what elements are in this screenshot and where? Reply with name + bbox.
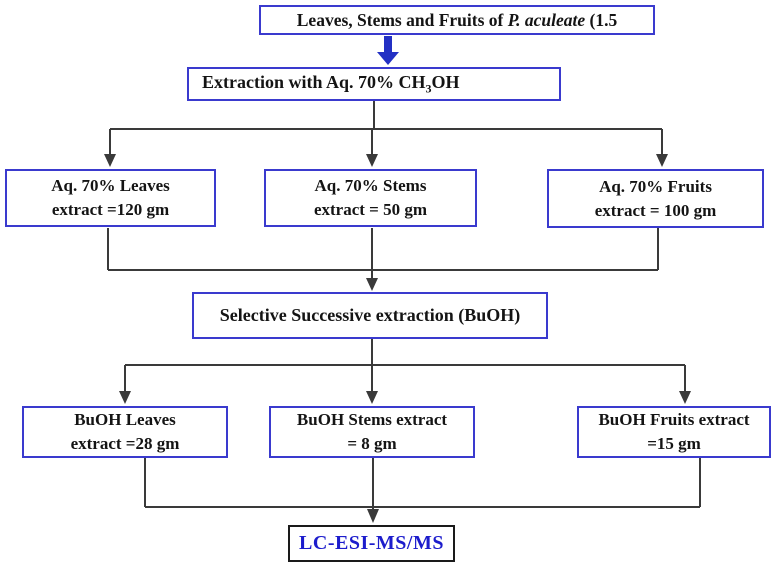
- extraction-solvent-label: Extraction with Aq. 70% CH3OH: [202, 71, 460, 96]
- aq-stems-extract-box: Aq. 70% Stems extract = 50 gm: [264, 169, 477, 227]
- box-label-line1: Aq. 70% Leaves: [51, 176, 170, 195]
- box-label-line2: = 8 gm: [347, 434, 397, 453]
- arrow-down-icon: [104, 154, 116, 167]
- arrow-down-icon: [119, 391, 131, 404]
- arrow-down-icon: [656, 154, 668, 167]
- arrow-down-icon: [366, 391, 378, 404]
- box-label-line1: BuOH Fruits extract: [598, 410, 750, 429]
- final-analysis-label: LC-ESI-MS/MS: [299, 532, 444, 554]
- buoh-stems-extract-box: BuOH Stems extract = 8 gm: [269, 406, 475, 458]
- extraction-solvent-box: Extraction with Aq. 70% CH3OH: [187, 67, 561, 101]
- selective-extraction-box: Selective Successive extraction (BuOH): [192, 292, 548, 339]
- box-label-line1: BuOH Stems extract: [296, 410, 448, 429]
- box-label-line2: extract = 50 gm: [313, 200, 428, 219]
- thick-down-arrow-icon: [377, 36, 399, 65]
- arrow-down-icon: [366, 154, 378, 167]
- buoh-fruits-extract-box: BuOH Fruits extract =15 gm: [577, 406, 771, 458]
- species-name: P. aculeate: [507, 9, 586, 30]
- subscript-3: 3: [425, 81, 432, 96]
- source-material-box: Leaves, Stems and Fruits of P. aculeate …: [259, 5, 655, 35]
- aq-fruits-extract-box: Aq. 70% Fruits extract = 100 gm: [547, 169, 764, 228]
- box-label-line2: =15 gm: [647, 434, 701, 453]
- arrow-down-icon: [367, 509, 379, 523]
- box-label-line2: extract = 100 gm: [594, 200, 717, 220]
- box-label-line2: extract =120 gm: [51, 200, 170, 219]
- buoh-leaves-extract-box: BuOH Leaves extract =28 gm: [22, 406, 228, 458]
- box-label-line1: Aq. 70% Stems: [314, 176, 427, 195]
- arrow-down-icon: [679, 391, 691, 404]
- box-label-line1: BuOH Leaves: [74, 410, 176, 429]
- box-label-line1: Aq. 70% Fruits: [599, 176, 712, 196]
- source-material-label: Leaves, Stems and Fruits of P. aculeate …: [296, 9, 618, 30]
- selective-extraction-label: Selective Successive extraction (BuOH): [219, 305, 521, 325]
- arrow-down-icon: [366, 278, 378, 291]
- final-analysis-box: LC-ESI-MS/MS: [288, 525, 455, 562]
- aq-leaves-extract-box: Aq. 70% Leaves extract =120 gm: [5, 169, 216, 227]
- box-label-line2: extract =28 gm: [70, 434, 180, 453]
